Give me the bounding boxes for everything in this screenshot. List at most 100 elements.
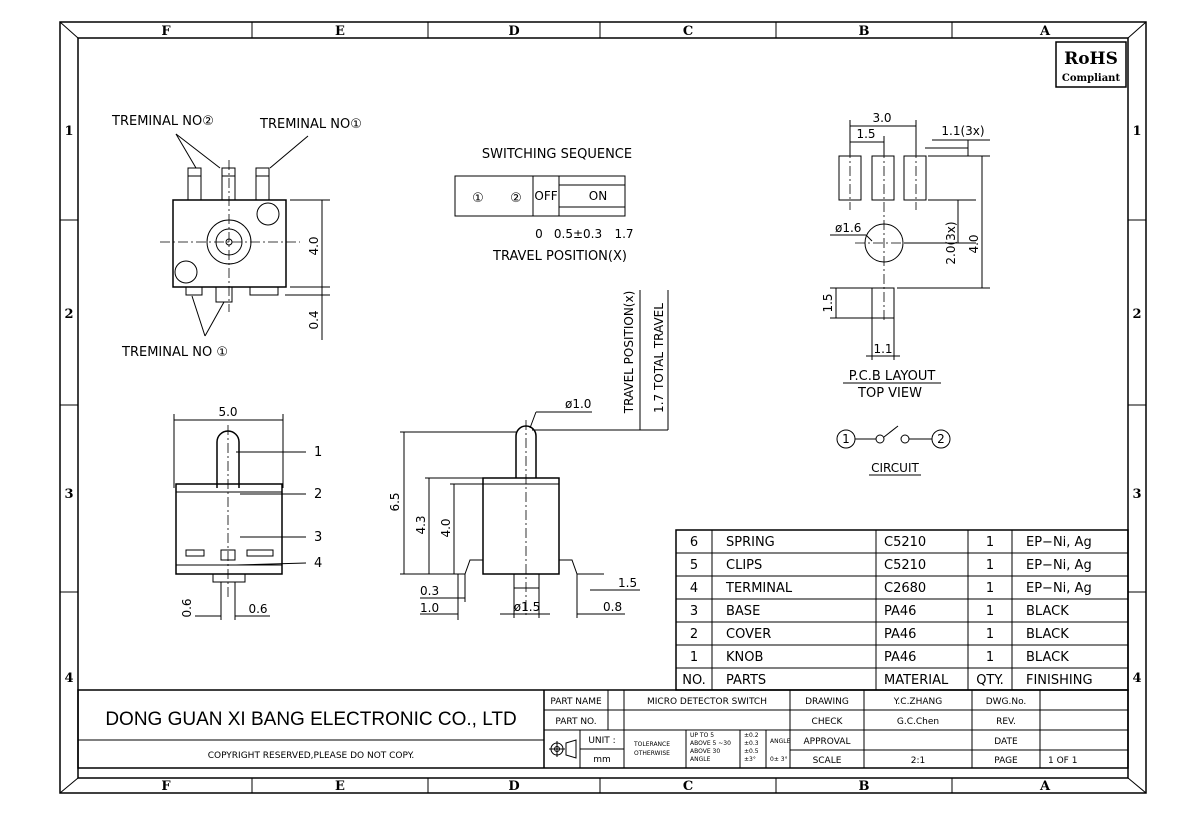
- bom-header-qty: QTY.: [976, 673, 1004, 688]
- tol-range-3: ABOVE 30: [690, 748, 720, 755]
- bom-row-2-no: 2: [690, 627, 698, 642]
- bom-row-5-finish: EP−Ni, Ag: [1026, 558, 1092, 573]
- part-name-value: MICRO DETECTOR SWITCH: [647, 697, 767, 707]
- unit-label: UNIT :: [588, 736, 615, 746]
- drawing-border: [59, 21, 1147, 794]
- switch-pin-2: ②: [510, 191, 522, 206]
- zone-right-3: 3: [1132, 487, 1141, 502]
- bom-row-2-part: COVER: [726, 627, 771, 642]
- bom-table: 6 SPRING C5210 1 EP−Ni, Ag 5 CLIPS C5210…: [675, 529, 1129, 691]
- dwg-no-label: DWG.No.: [986, 697, 1027, 707]
- bom-row-4-part: TERMINAL: [725, 581, 793, 596]
- zone-top-d: D: [508, 24, 519, 39]
- front-width-dim: 5.0: [218, 405, 237, 419]
- bom-row-1-no: 1: [690, 650, 698, 665]
- bom-row-6-part: SPRING: [726, 535, 775, 550]
- zone-left-1: 1: [64, 124, 73, 139]
- pcb-pad-2: [871, 155, 895, 201]
- pcb-dim-1-5-v: 1.5: [821, 293, 835, 312]
- pcb-dim-2-0-3x: 2.0(3x): [944, 221, 958, 264]
- zone-right-1: 1: [1132, 124, 1141, 139]
- bom-header-parts: PARTS: [726, 673, 766, 688]
- check-label: CHECK: [812, 717, 844, 727]
- switch-pin-1: ①: [472, 191, 484, 206]
- circuit-label: CIRCUIT: [871, 461, 919, 475]
- zone-top-b: B: [859, 24, 870, 39]
- bom-row-3-no: 3: [690, 604, 698, 619]
- pcb-dim-1-1-3x: 1.1(3x): [941, 124, 984, 138]
- rohs-title: RoHS: [1064, 49, 1118, 69]
- callout-2: 2: [314, 487, 322, 502]
- bom-row-1-part: KNOB: [726, 650, 763, 665]
- page-value: 1 OF 1: [1048, 756, 1077, 766]
- bom-row-1-finish: BLACK: [1026, 650, 1069, 665]
- unit-value: mm: [593, 755, 611, 765]
- bom-row-6-finish: EP−Ni, Ag: [1026, 535, 1092, 550]
- circuit-node-1: 1: [842, 432, 850, 446]
- bom-row-3-finish: BLACK: [1026, 604, 1069, 619]
- bom-row-2-qty: 1: [986, 627, 994, 642]
- tol-value-2: ±0.3: [744, 740, 759, 747]
- dim-dia-1-5: ø1.5: [514, 600, 540, 614]
- zone-top-c: C: [683, 24, 693, 39]
- pcb-layout: 3.0 1.5 1.1(3x) ø1.6 2.0(3x) 4.0: [821, 111, 990, 401]
- bom-row-4-finish: EP−Ni, Ag: [1026, 581, 1092, 596]
- front-dim-b: 0.6: [248, 602, 267, 616]
- bom-header-material: MATERIAL: [884, 673, 949, 688]
- check-value: G.C.Chen: [897, 717, 939, 727]
- callout-4: 4: [314, 556, 322, 571]
- bom-row-3-material: PA46: [884, 604, 916, 619]
- bom-row-2-material: PA46: [884, 627, 916, 642]
- company-name: DONG GUAN XI BANG ELECTRONIC CO., LTD: [105, 709, 516, 730]
- tolerance-label: TOLERANCE: [633, 741, 670, 748]
- dim-1-5: 1.5: [618, 576, 637, 590]
- zone-bottom-a: A: [1039, 779, 1051, 794]
- dim-0-8: 0.8: [603, 600, 622, 614]
- bom-row-4-material: C2680: [884, 581, 926, 596]
- bom-row-5-material: C5210: [884, 558, 926, 573]
- switch-off: OFF: [534, 189, 557, 203]
- dim-1-0: 1.0: [420, 601, 439, 615]
- terminal-2-label: TREMINAL NO②: [111, 114, 214, 129]
- travel-pos-0: 0: [535, 227, 543, 241]
- front-dim-a: 0.6: [180, 598, 194, 617]
- rohs-stamp: RoHS Compliant: [1055, 41, 1127, 88]
- third-angle-projection-icon: [549, 739, 577, 759]
- zone-top-f: F: [161, 24, 171, 39]
- top-view: TREMINAL NO② TREMINAL NO① TREMINAL NO ①: [111, 114, 362, 360]
- zone-bottom-c: C: [683, 779, 693, 794]
- bom-row-3-part: BASE: [726, 604, 760, 619]
- bom-row-3-qty: 1: [986, 604, 994, 619]
- part-no-label: PART NO.: [555, 717, 596, 727]
- zone-bottom-d: D: [508, 779, 519, 794]
- bom-row-6-no: 6: [690, 535, 698, 550]
- side-view: TRAVEL POSITION(x) 1.7 TOTAL TRAVEL ø1.0…: [388, 290, 669, 620]
- pcb-dim-1-5: 1.5: [856, 127, 875, 141]
- page-label: PAGE: [994, 756, 1018, 766]
- bom-row-2-finish: BLACK: [1026, 627, 1069, 642]
- zone-bottom-f: F: [161, 779, 171, 794]
- pcb-subtitle: TOP VIEW: [857, 386, 922, 401]
- bom-row-1-material: PA46: [884, 650, 916, 665]
- circuit-diagram: 1 2 CIRCUIT: [836, 425, 951, 476]
- travel-pos-2: 1.7: [614, 227, 633, 241]
- bom-row-6-material: C5210: [884, 535, 926, 550]
- height-total: 6.5: [388, 492, 402, 511]
- total-travel-vertical: 1.7 TOTAL TRAVEL: [652, 303, 666, 413]
- zone-left-2: 2: [64, 307, 73, 322]
- top-view-height-dim: 4.0: [307, 236, 321, 255]
- tol-value-4: ±3°: [744, 756, 756, 763]
- scale-value: 2:1: [911, 756, 925, 766]
- knob-diameter: ø1.0: [565, 397, 591, 411]
- terminal-1-bottom-label: TREMINAL NO ①: [121, 345, 228, 360]
- switch-on: ON: [589, 189, 607, 203]
- bom-row-5-no: 5: [690, 558, 698, 573]
- zone-right-4: 4: [1132, 671, 1141, 686]
- approval-label: APPROVAL: [804, 737, 851, 747]
- pcb-title: P.C.B LAYOUT: [849, 369, 936, 384]
- pcb-pad-3: [903, 155, 927, 201]
- angle-value: 0± 3°: [770, 756, 788, 763]
- pcb-dim-1-1: 1.1: [873, 342, 892, 356]
- top-view-offset-dim: 0.4: [307, 310, 321, 329]
